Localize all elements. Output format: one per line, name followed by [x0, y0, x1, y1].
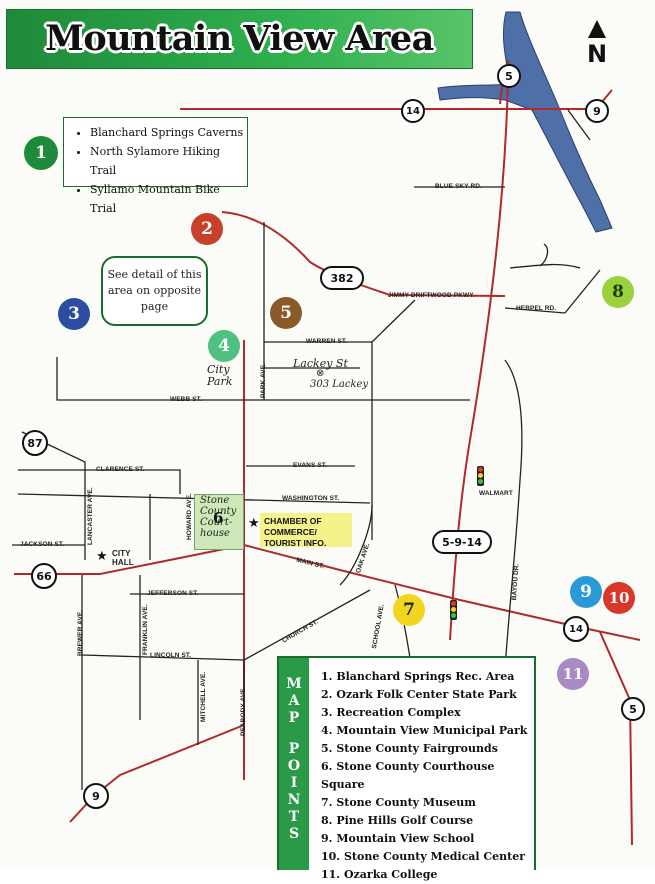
legend-side-letter: A	[288, 693, 300, 709]
city-hall-label: CITY HALL	[112, 549, 134, 567]
street-label: WASHINGTON ST.	[282, 495, 340, 502]
legend-side-letter: N	[287, 792, 301, 808]
legend-item: 10. Stone County Medical Center	[321, 850, 526, 863]
map-point-8: 8	[602, 276, 634, 308]
highway-14-marker: 14	[563, 616, 589, 642]
lackey-303-note: 303 Lackey	[310, 379, 369, 390]
north-indicator: N	[582, 20, 612, 70]
map-point-5: 5	[270, 297, 302, 329]
highway-14-marker: 14	[401, 99, 425, 123]
courthouse-square: Stone County Court- house 6	[194, 494, 244, 550]
highway-9-marker: 9	[83, 783, 109, 809]
courthouse-note-line: house	[200, 528, 230, 539]
street-label: PARK AVE.	[260, 362, 267, 398]
courthouse-note: Stone County Court- house	[200, 495, 236, 539]
legend-side-spacer	[279, 727, 309, 741]
map-point-1: 1	[24, 136, 58, 170]
legend-side-letter: I	[290, 775, 298, 791]
street-label: BLUE SKY RD.	[435, 183, 482, 190]
chamber-line: TOURIST INFO.	[264, 538, 327, 548]
city-park-note: City Park	[207, 363, 233, 388]
area-1-item: North Sylamore Hiking Trail	[90, 142, 247, 180]
area-1-item: Syllamo Mountain Bike Trial	[90, 180, 247, 218]
street-label: LANCASTER AVE.	[87, 487, 94, 545]
street-label: PEABODY AVE.	[240, 686, 247, 736]
legend-item: 3. Recreation Complex	[321, 706, 461, 719]
map-point-10: 10	[603, 582, 635, 614]
courthouse-note-line: Court-	[200, 517, 233, 528]
chamber-line: COMMERCE/	[264, 527, 317, 537]
street-label: JACKSON ST.	[20, 541, 65, 548]
lackey-st-note: Lackey St	[293, 357, 348, 370]
highway-9-marker: 9	[585, 99, 609, 123]
legend-side-bar: M A P P O I N T S	[279, 658, 309, 870]
legend-side-letter: P	[288, 741, 300, 757]
legend-side-letter: T	[288, 809, 300, 825]
map-point-11: 11	[557, 658, 589, 690]
highway-5-marker: 5	[621, 697, 645, 721]
map-point-3: 3	[58, 298, 90, 330]
street-label: EVANS ST.	[293, 462, 328, 469]
chamber-of-commerce: CHAMBER OF COMMERCE/ TOURIST INFO.	[260, 513, 352, 548]
north-arrow-icon	[588, 20, 606, 38]
star-icon: ★	[96, 548, 108, 563]
street-label: FRANKLIN AVE.	[142, 604, 149, 655]
location-cross-icon: ⊗	[316, 368, 325, 379]
map-title: Mountain View Area	[45, 18, 434, 59]
traffic-light-icon	[450, 600, 457, 620]
legend-item: 11. Ozarka College	[321, 868, 438, 881]
highway-87-marker: 87	[22, 430, 48, 456]
title-banner: Mountain View Area	[6, 9, 473, 69]
legend-item: 4. Mountain View Municipal Park	[321, 724, 528, 737]
legend-item: 1. Blanchard Springs Rec. Area	[321, 670, 515, 683]
courthouse-note-line: Stone	[200, 495, 230, 506]
street-label: BREWER AVE.	[77, 609, 84, 656]
legend-side-label: M A P P O I N T S	[279, 676, 309, 843]
detail-note: See detail of this area on opposite page	[101, 256, 208, 326]
legend-side-letter: M	[286, 676, 302, 692]
street-label: HERPEL RD.	[516, 305, 557, 312]
street-label: JIMMY DRIFTWOOD PKWY.	[388, 292, 475, 299]
map-point-9: 9	[570, 576, 602, 608]
map-point-7: 7	[393, 594, 425, 626]
area-1-box: Blanchard Springs Caverns North Sylamore…	[63, 117, 248, 215]
legend-item: 6. Stone County Courthouse Square	[321, 760, 495, 791]
street-label: JEFFERSON ST.	[147, 590, 199, 597]
north-letter: N	[586, 40, 608, 68]
legend-item: 2. Ozark Folk Center State Park	[321, 688, 517, 701]
star-icon: ★	[248, 515, 260, 530]
chamber-line: CHAMBER OF	[264, 516, 322, 526]
legend-item: 8. Pine Hills Golf Course	[321, 814, 474, 827]
street-label: WEBB ST.	[170, 396, 202, 403]
street-label: HOWARD AVE.	[186, 493, 193, 540]
highway-5-9-14-marker: 5-9-14	[432, 530, 492, 554]
street-label: LINCOLN ST.	[150, 652, 192, 659]
legend-item: 9. Mountain View School	[321, 832, 475, 845]
highway-66-marker: 66	[31, 563, 57, 589]
street-label: MITCHELL AVE.	[200, 671, 207, 722]
highway-5-marker: 5	[497, 64, 521, 88]
map-point-4: 4	[208, 330, 240, 362]
legend-item: 7. Stone County Museum	[321, 796, 476, 809]
legend-item: 5. Stone County Fairgrounds	[321, 742, 498, 755]
highway-382-marker: 382	[320, 266, 364, 290]
legend-list: 1. Blanchard Springs Rec. Area 2. Ozark …	[321, 668, 534, 884]
map-point-6: 6	[213, 509, 224, 527]
legend-side-letter: O	[287, 758, 301, 774]
area-1-item: Blanchard Springs Caverns	[90, 123, 247, 142]
courthouse-note-line: County	[200, 506, 237, 517]
walmart-label: WALMART	[479, 490, 513, 497]
legend-side-letter: P	[288, 710, 300, 726]
street-label: WARREN ST.	[306, 338, 348, 345]
map-points-legend: M A P P O I N T S 1. Blanchard Springs R…	[277, 656, 536, 881]
traffic-light-icon	[477, 466, 484, 486]
street-label: CLARENCE ST.	[96, 466, 145, 473]
legend-side-letter: S	[288, 826, 300, 842]
map-point-2: 2	[191, 213, 223, 245]
